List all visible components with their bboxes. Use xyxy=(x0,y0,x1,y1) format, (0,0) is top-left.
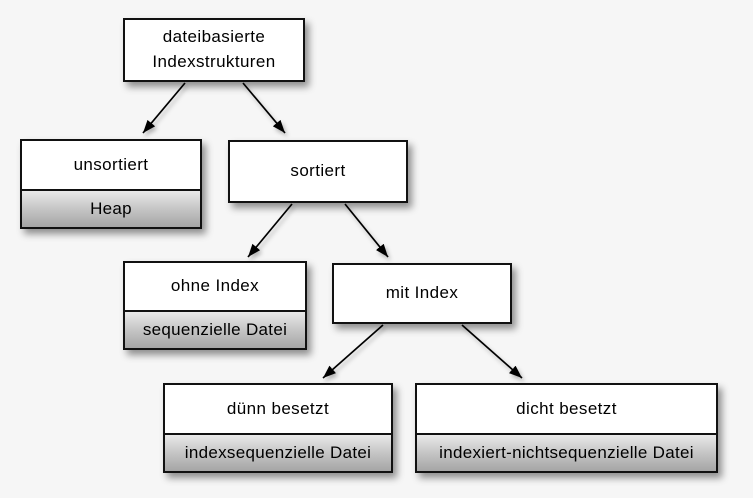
node-sublabel: sequenzielle Datei xyxy=(125,310,305,348)
node-sortiert: sortiert xyxy=(228,140,408,203)
node-label: mit Index xyxy=(385,283,459,303)
node-label: dateibasierte Indexstrukturen xyxy=(152,27,276,71)
node-label: sortiert xyxy=(290,161,346,181)
edge-sortiert-mit-index xyxy=(344,203,389,258)
edge-root-sortiert xyxy=(242,82,286,134)
node-label: unsortiert xyxy=(73,154,149,174)
node-dicht-besetzt: dicht besetzt indexiert-nichtsequenziell… xyxy=(415,383,718,473)
edge-mit-index-duenn-besetzt xyxy=(322,324,384,379)
node-label: dicht besetzt xyxy=(516,398,617,418)
node-mit-index: mit Index xyxy=(332,263,512,324)
node-unsortiert: unsortiert Heap xyxy=(20,139,202,229)
node-sublabel: indexsequenzielle Datei xyxy=(165,433,391,471)
node-sublabel: Heap xyxy=(22,189,200,227)
node-ohne-index: ohne Index sequenzielle Datei xyxy=(123,261,307,350)
node-label: dünn besetzt xyxy=(226,398,330,418)
edge-mit-index-dicht-besetzt xyxy=(461,324,523,379)
node-duenn-besetzt: dünn besetzt indexsequenzielle Datei xyxy=(163,383,393,473)
node-label: ohne Index xyxy=(170,276,260,296)
node-sublabel: indexiert-nichtsequenzielle Datei xyxy=(417,433,716,471)
node-root: dateibasierte Indexstrukturen xyxy=(123,18,305,82)
edge-sortiert-ohne-index xyxy=(247,203,293,258)
edge-root-unsortiert xyxy=(142,82,186,134)
